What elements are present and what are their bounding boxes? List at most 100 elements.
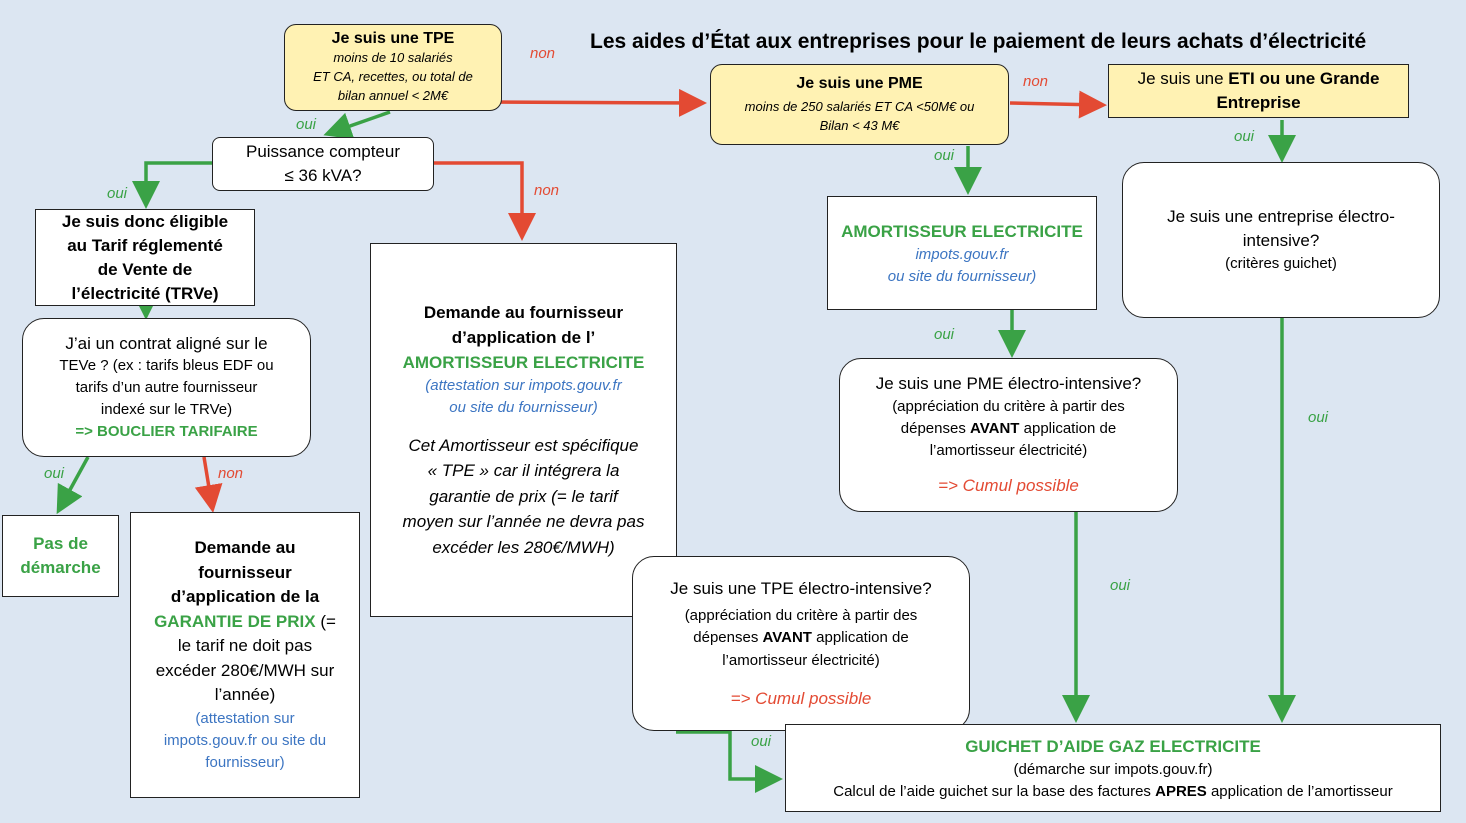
node-pme-electro: Je suis une PME électro-intensive? (appr… <box>839 358 1178 512</box>
edge-label-oui: oui <box>1308 409 1329 426</box>
node-pme-electro-l3pre: dépenses <box>900 420 971 437</box>
node-amort-tpe-line9: moyen sur l’année ne devra pas <box>402 512 645 532</box>
node-electro-line1: Je suis une entreprise électro- <box>1167 207 1395 226</box>
node-guichet: GUICHET D’AIDE GAZ ELECTRICITE (démarche… <box>785 724 1441 812</box>
node-tpe-line2: ET CA, recettes, ou total de <box>313 69 473 84</box>
arrow-tpe-electro-to-guichet <box>676 730 783 793</box>
node-pme-line2: Bilan < 43 M€ <box>819 117 900 133</box>
node-tpe-electro-line4: l’amortisseur électricité) <box>722 651 880 669</box>
node-pme-electro-l3bold: AVANT <box>970 420 1020 437</box>
node-amort-pme-line2: impots.gouv.fr <box>915 245 1009 263</box>
node-guichet-l3pre: Calcul de l’aide guichet sur la base des… <box>833 782 1156 800</box>
node-electro-line3: (critères guichet) <box>1225 255 1337 272</box>
arrow-compteur-to-trve <box>132 161 212 209</box>
edge-label-oui: oui <box>934 147 955 164</box>
node-eti-line2: Entreprise <box>1216 93 1301 112</box>
node-tpe-electro-line1: Je suis une TPE électro-intensive? <box>670 578 932 598</box>
arrow-contrat-to-pas-demarche <box>56 456 90 515</box>
edge-label-non: non <box>534 182 560 199</box>
node-amort-pme: AMORTISSEUR ELECTRICITE impots.gouv.fr o… <box>827 196 1097 310</box>
node-trve-line2: au Tarif réglementé <box>67 235 223 255</box>
node-garantie-line7: l’année) <box>214 685 276 705</box>
node-amort-tpe-line3: AMORTISSEUR ELECTRICITE <box>402 352 645 372</box>
node-compteur: Puissance compteur ≤ 36 kVA? <box>212 137 434 191</box>
node-garantie-line5: le tarif ne doit pas <box>177 636 313 656</box>
node-contrat-line1: J’ai un contrat aligné sur le <box>65 334 268 353</box>
node-amort-tpe-line8: garantie de prix (= le tarif <box>429 486 618 506</box>
edge-label-non: non <box>218 465 244 482</box>
node-garantie-line10: fournisseur) <box>205 753 285 771</box>
node-pme-title: Je suis une PME <box>796 74 923 92</box>
edge-label-oui: oui <box>296 116 317 133</box>
node-garantie: Demande au fournisseur d’application de … <box>130 512 360 798</box>
node-garantie-line9: impots.gouv.fr ou site du <box>163 731 327 749</box>
edge-label-non: non <box>530 45 556 62</box>
node-tpe-electro: Je suis une TPE électro-intensive? (appr… <box>632 556 970 731</box>
node-contrat-line2: TEVe ? (ex : tarifs bleus EDF ou <box>59 357 274 374</box>
node-electro-line2: intensive? <box>1242 231 1320 250</box>
node-tpe-line3: bilan annuel < 2M€ <box>337 88 449 103</box>
node-amort-tpe-line5: ou site du fournisseur) <box>449 398 598 416</box>
edge-label-oui: oui <box>107 185 128 202</box>
node-guichet-l3bold: APRES <box>1155 782 1207 800</box>
node-tpe: Je suis une TPE moins de 10 salariés ET … <box>284 24 502 111</box>
edge-label-oui: oui <box>1234 128 1255 145</box>
node-amort-tpe-line10: excéder les 280€/MWH) <box>432 537 615 557</box>
node-eti-bold: ETI ou une Grande <box>1228 69 1380 88</box>
node-pas-demarche: Pas de démarche <box>2 515 119 597</box>
node-garantie-line2: fournisseur <box>198 562 292 582</box>
node-guichet-line2: (démarche sur impots.gouv.fr) <box>1013 760 1213 778</box>
arrow-pme-to-eti <box>1009 90 1107 119</box>
edge-label-oui: oui <box>44 465 65 482</box>
node-garantie-green: GARANTIE DE PRIX <box>154 611 316 631</box>
node-guichet-line1: GUICHET D’AIDE GAZ ELECTRICITE <box>965 736 1261 756</box>
arrow-contrat-to-garantie <box>194 456 223 513</box>
node-guichet-l3post: application de l’amortisseur <box>1206 782 1393 800</box>
node-trve-line3: de Vente de <box>97 259 193 279</box>
node-contrat-line5: => BOUCLIER TARIFAIRE <box>75 423 258 440</box>
node-garantie-line6: excéder 280€/MWH sur <box>155 660 335 680</box>
node-pme-electro-line4: l’amortisseur électricité) <box>929 442 1088 459</box>
node-tpe-electro-l3bold: AVANT <box>762 628 812 646</box>
node-eti: Je suis une ETI ou une Grande Entreprise <box>1108 64 1409 118</box>
node-garantie-line1: Demande au <box>194 538 296 558</box>
node-tpe-electro-l3post: application de <box>811 628 909 646</box>
node-compteur-line1: Puissance compteur <box>245 142 401 161</box>
node-tpe-electro-l3pre: dépenses <box>693 628 763 646</box>
node-amort-tpe: Demande au fournisseur d’application de … <box>370 243 677 617</box>
node-pme-electro-line2: (appréciation du critère à partir des <box>892 398 1125 415</box>
node-contrat-line3: tarifs d’un autre fournisseur <box>75 379 258 396</box>
node-garantie-line3: d’application de la <box>170 587 320 607</box>
node-amort-tpe-line4: (attestation sur impots.gouv.fr <box>425 376 622 394</box>
node-amort-tpe-line6: Cet Amortisseur est spécifique <box>408 435 639 455</box>
node-trve-line1: Je suis donc éligible <box>61 211 229 231</box>
node-tpe-line1: moins de 10 salariés <box>333 50 453 65</box>
node-pme-electro-l3post: application de <box>1019 420 1117 437</box>
arrow-tpe-to-compteur <box>323 110 391 140</box>
node-garantie-l4rest: (= <box>315 611 336 631</box>
node-pme-line1: moins de 250 salariés ET CA <50M€ ou <box>744 98 975 114</box>
arrow-compteur-to-amort-tpe <box>434 161 536 241</box>
node-pme: Je suis une PME moins de 250 salariés ET… <box>710 64 1009 145</box>
node-amort-tpe-line1: Demande au fournisseur <box>423 302 624 322</box>
node-pas-demarche-line2: démarche <box>20 558 101 577</box>
node-tpe-electro-line5: => Cumul possible <box>730 688 872 708</box>
node-eti-pre: Je suis une <box>1137 69 1229 88</box>
edge-label-oui: oui <box>934 326 955 343</box>
node-pas-demarche-line1: Pas de <box>33 534 88 553</box>
edge-label-oui: oui <box>751 733 772 750</box>
node-trve: Je suis donc éligible au Tarif réglement… <box>35 209 255 306</box>
node-electro-intensive: Je suis une entreprise électro- intensiv… <box>1122 162 1440 318</box>
edge-label-non: non <box>1023 73 1049 90</box>
arrow-tpe-to-pme <box>489 88 707 117</box>
edge-label-oui: oui <box>1110 577 1131 594</box>
node-amort-pme-line3: ou site du fournisseur) <box>887 267 1037 285</box>
node-pme-electro-line5: => Cumul possible <box>938 476 1079 495</box>
diagram-title: Les aides d’État aux entreprises pour le… <box>590 30 1367 53</box>
node-trve-line4: l’électricité (TRVe) <box>71 283 219 303</box>
node-amort-tpe-line7: « TPE » car il intégrera la <box>427 461 620 481</box>
node-garantie-line8: (attestation sur <box>195 709 295 727</box>
node-contrat: J’ai un contrat aligné sur le TEVe ? (ex… <box>22 318 311 457</box>
node-compteur-line2: ≤ 36 kVA? <box>284 166 362 185</box>
